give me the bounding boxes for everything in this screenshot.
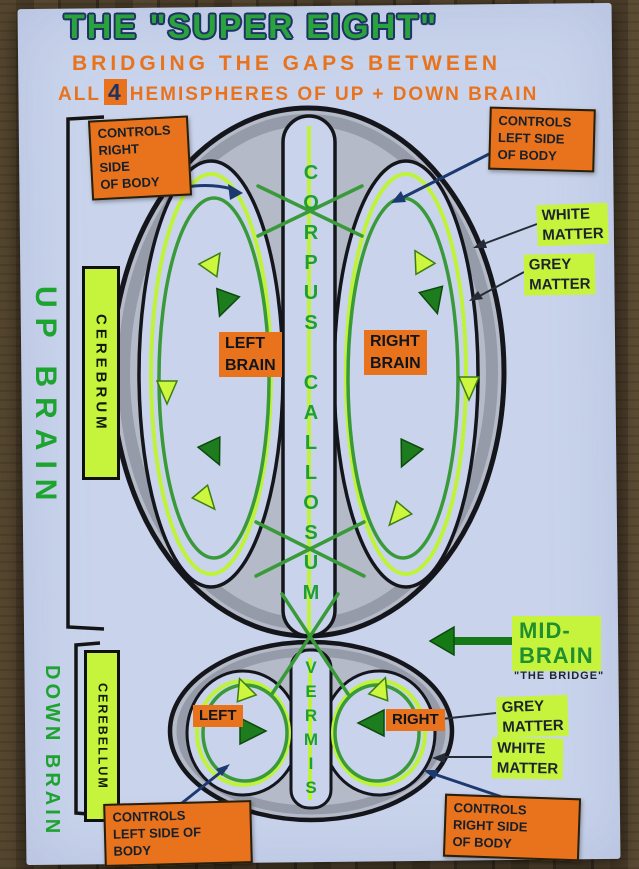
right-brain-label: RIGHT BRAIN	[364, 330, 427, 376]
grey-matter-label-top: GREY MATTER	[523, 253, 596, 296]
subtitle-hemisphere-count: 4	[103, 79, 127, 105]
left-brain-label: LEFT BRAIN	[219, 332, 282, 378]
arrow-grey-matter-top	[473, 271, 525, 300]
controls-left-side-note-bottom: CONTROLS LEFT SIDE OF BODY	[103, 800, 253, 867]
arrow-controls-left-bottom	[180, 766, 228, 805]
subtitle-line2-pre: ALL	[58, 84, 101, 105]
subtitle-line1: BRIDGING THE GAPS BETWEEN	[72, 52, 502, 75]
the-bridge-label: "THE BRIDGE"	[514, 670, 605, 682]
mid-brain-label: MID- BRAIN	[512, 616, 601, 671]
vermis-label: VERMIS	[301, 658, 321, 802]
up-brain-bracket	[66, 115, 105, 631]
cerebellum-right-label: RIGHT	[386, 709, 445, 732]
cerebrum-label-box: CEREBRUM	[82, 266, 120, 480]
down-brain-side-label: DOWN BRAIN	[41, 665, 63, 838]
subtitle-line2-post: HEMISPHERES OF UP + DOWN BRAIN	[129, 84, 539, 105]
up-brain-side-label: UP BRAIN	[29, 285, 62, 511]
corpus-callosum-label: CORPUS CALLOSUM	[300, 161, 322, 612]
flow-arrowheads	[155, 249, 481, 746]
arrow-controls-right-bottom	[426, 770, 504, 799]
white-matter-label-bottom: WHITE MATTER	[491, 737, 564, 780]
controls-right-side-note: CONTROLS RIGHT SIDE OF BODY	[87, 115, 193, 201]
controls-left-side-note: CONTROLS LEFT SIDE OF BODY	[488, 106, 596, 173]
page-title: THE "SUPER EIGHT"	[64, 8, 439, 46]
cerebellum-left-label: LEFT	[193, 705, 243, 728]
controls-right-side-note-bottom: CONTROLS RIGHT SIDE OF BODY	[442, 793, 582, 862]
arrow-controls-left-top	[398, 148, 499, 201]
white-matter-label-top: WHITE MATTER	[536, 202, 610, 247]
grey-matter-label-bottom: GREY MATTER	[496, 694, 570, 739]
arrow-white-matter-top	[477, 223, 538, 247]
mid-brain-arrow	[428, 625, 512, 657]
cerebellum-label-box: CEREBELLUM	[84, 650, 120, 822]
